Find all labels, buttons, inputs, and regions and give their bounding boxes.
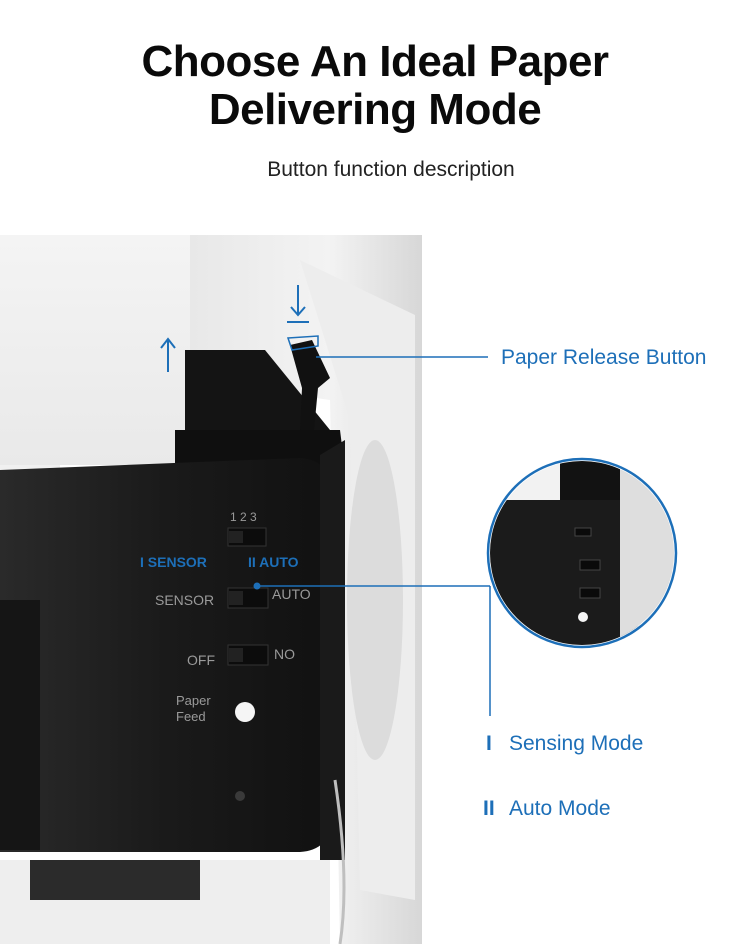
dip-numbers-label: 1 2 3: [230, 510, 257, 524]
auto-mode-callout: Auto Mode: [509, 797, 611, 820]
paper-release-callout: Paper Release Button: [501, 346, 707, 369]
paper-feed-label-1: Paper: [176, 693, 211, 708]
auto-overlay-label: II AUTO: [248, 554, 299, 570]
switch-no-label: NO: [274, 646, 295, 662]
sensing-mode-callout: Sensing Mode: [509, 732, 644, 755]
switch-auto-label: AUTO: [272, 586, 311, 602]
page-title: Choose An Ideal Paper Delivering Mode: [0, 38, 750, 134]
title-line-2: Delivering Mode: [208, 85, 542, 134]
switch-sensor-label: SENSOR: [155, 592, 215, 608]
auto-marker: II: [483, 797, 495, 820]
title-line-1: Choose An Ideal Paper: [141, 37, 609, 86]
sensor-overlay-label: I SENSOR: [140, 554, 207, 570]
subtitle: Button function description: [267, 158, 515, 181]
paper-feed-label-2: Feed: [176, 709, 206, 724]
switch-off-label: OFF: [187, 652, 215, 668]
sensing-marker: I: [486, 732, 492, 755]
